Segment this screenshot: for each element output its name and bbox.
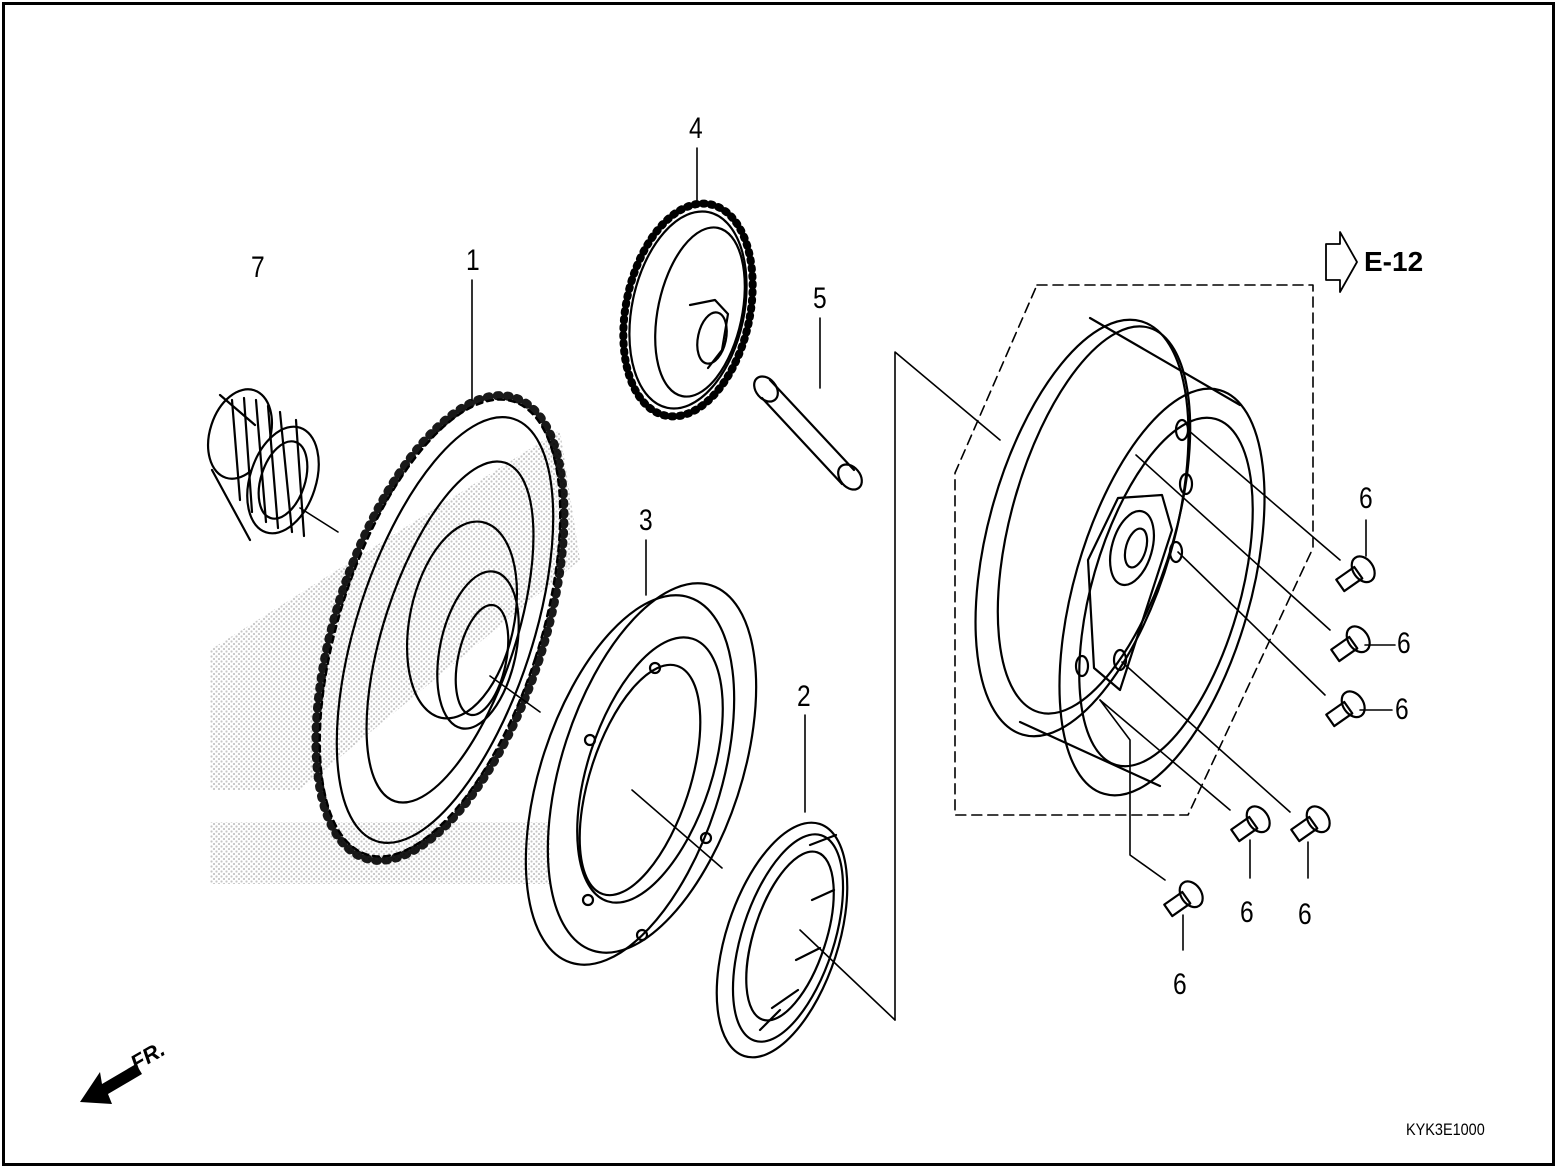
callout-6d: 6	[1240, 896, 1254, 929]
callout-6e: 6	[1298, 898, 1312, 931]
callout-1: 1	[466, 244, 480, 277]
clutch-outer-part	[524, 539, 758, 966]
flywheel-part	[954, 284, 1341, 881]
idle-gear-part	[619, 147, 757, 421]
one-way-clutch-part	[715, 714, 896, 1059]
callout-7: 7	[251, 251, 265, 284]
callout-2: 2	[797, 680, 811, 713]
drawing-code: KYK3E1000	[1406, 1120, 1485, 1139]
driven-gear-part	[311, 279, 569, 865]
bolts-part	[1163, 519, 1396, 951]
callout-3: 3	[639, 504, 653, 537]
watermark	[210, 430, 580, 884]
callout-4: 4	[689, 112, 703, 145]
callout-6a: 6	[1359, 482, 1373, 515]
idle-shaft-part	[753, 317, 863, 491]
reference-label[interactable]: E-12	[1364, 246, 1424, 277]
callout-5: 5	[813, 282, 827, 315]
front-direction-arrow-icon	[80, 1064, 142, 1104]
callout-6b: 6	[1397, 627, 1411, 660]
callout-6c: 6	[1395, 693, 1409, 726]
needle-bearing-part	[207, 388, 339, 542]
reference-arrow-icon	[1325, 231, 1358, 293]
callout-6f: 6	[1173, 968, 1187, 1001]
